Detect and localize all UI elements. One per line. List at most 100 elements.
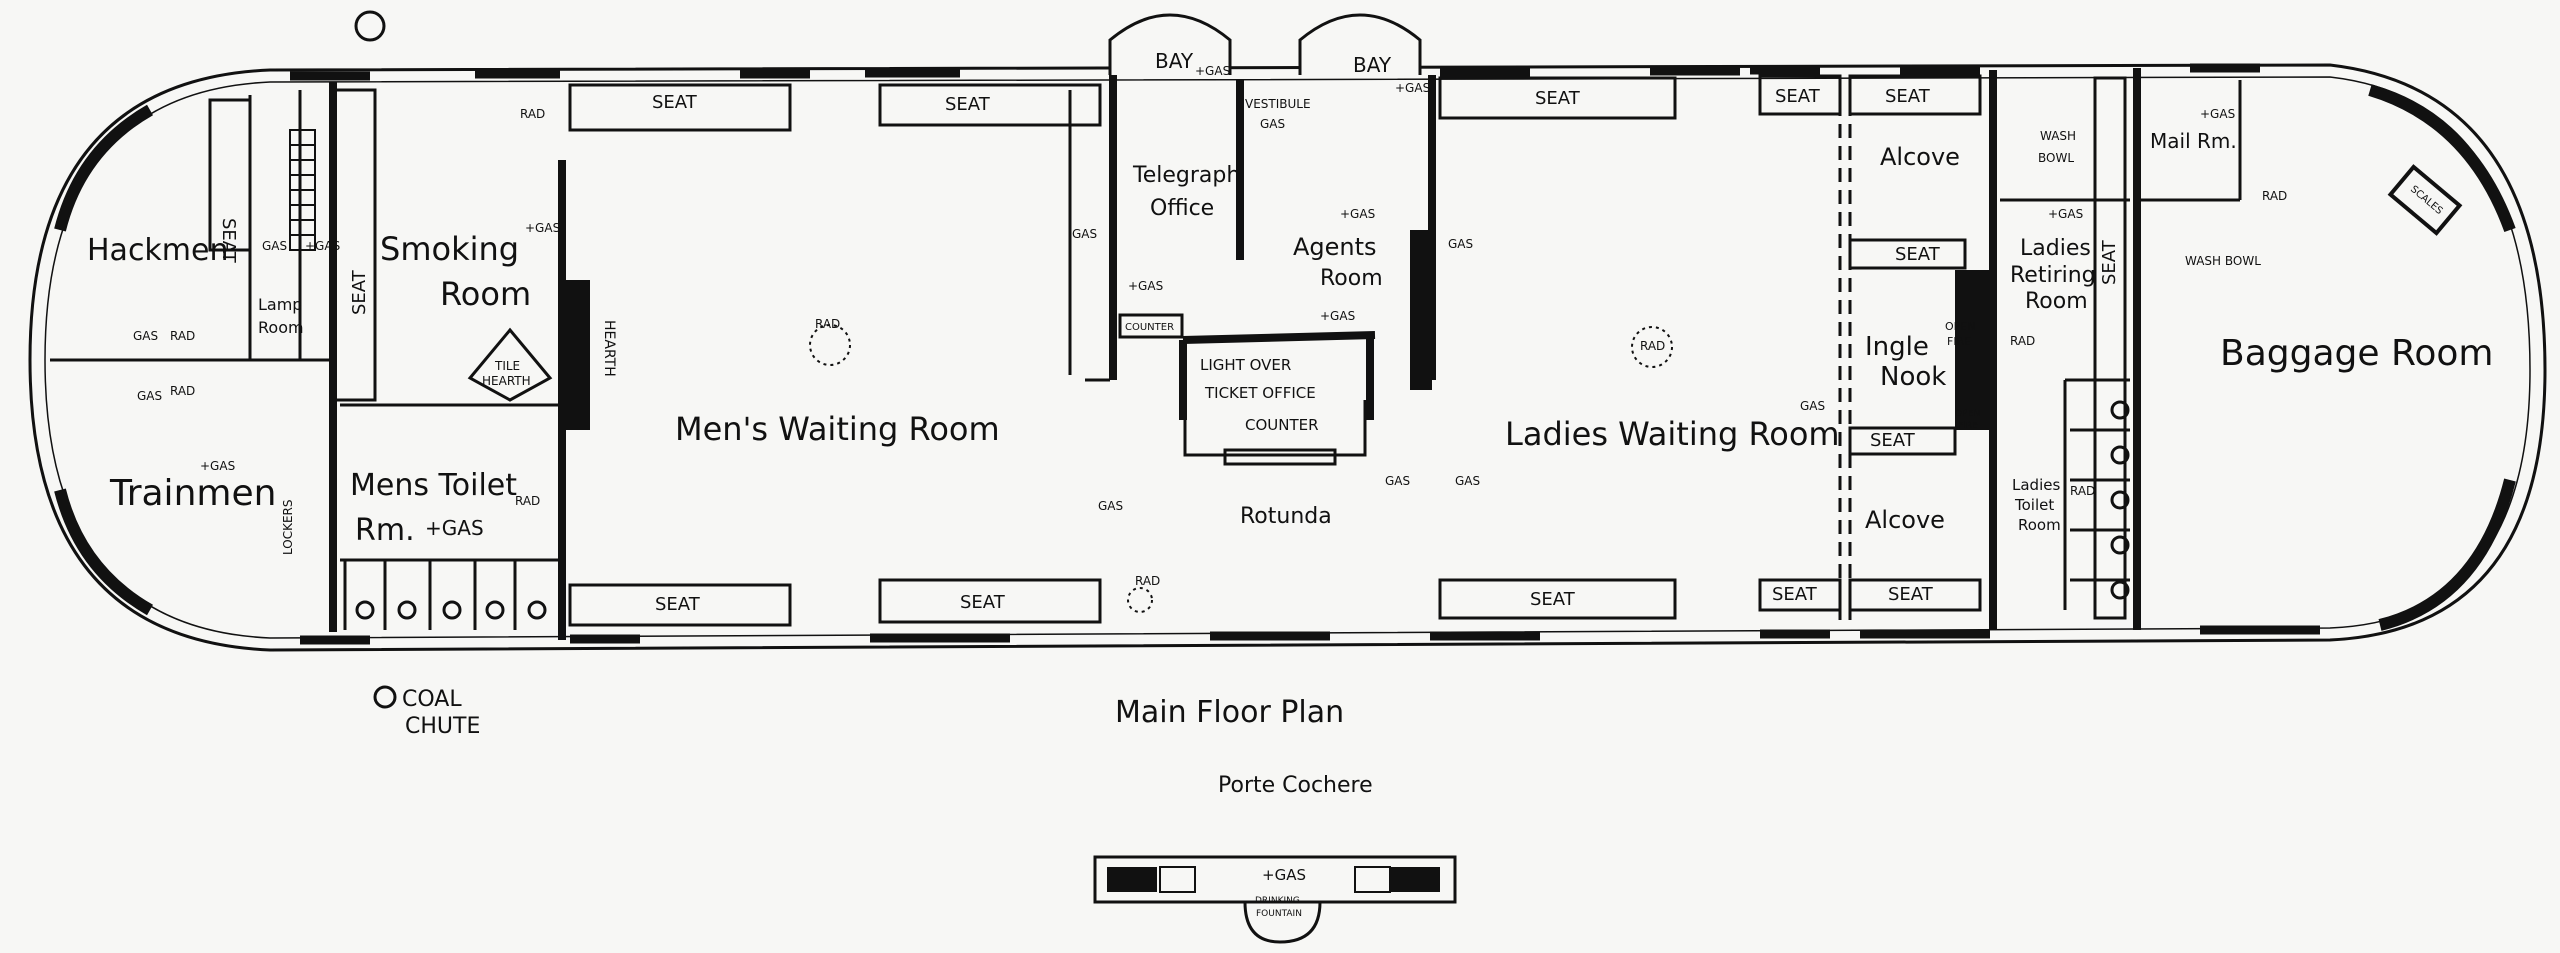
label-trainmen: Trainmen [109, 473, 276, 514]
label-counter: COUNTER [1125, 322, 1174, 333]
label-plus-gas: +GAS [1340, 207, 1375, 221]
label-ingle-nook-1: Ingle [1865, 332, 1929, 362]
label-open-fire-2: FIRE [1947, 335, 1971, 348]
label-mail-room: Mail Rm. [2150, 129, 2237, 153]
label-gas: GAS [1385, 474, 1410, 488]
label-bay: BAY [1353, 53, 1392, 77]
label-chute: CHUTE [405, 714, 480, 739]
label-plus-gas: +GAS [1262, 866, 1306, 884]
label-alcove-top: Alcove [1880, 143, 1960, 171]
label-wash-bowl: WASH BOWL [2185, 254, 2261, 268]
label-baggage-room: Baggage Room [2220, 333, 2493, 374]
plan-subtitle: Porte Cochere [1218, 773, 1373, 798]
label-gas: GAS [1448, 237, 1473, 251]
seats [208, 74, 2127, 627]
label-seat-vertical: SEAT [2099, 239, 2120, 285]
label-mens-toilet-1: Mens Toilet [350, 468, 517, 503]
label-rad: RAD [1135, 574, 1160, 588]
label-ladies-retiring-3: Room [2025, 289, 2088, 314]
label-light-over-2: TICKET OFFICE [1204, 384, 1316, 402]
label-plus-gas: +GAS [2200, 107, 2235, 121]
label-seat: SEAT [1530, 589, 1576, 610]
label-ladies-retiring-2: Retiring [2010, 263, 2096, 288]
label-plus-gas: +GAS [305, 239, 340, 253]
label-open-fire-1: OPEN [1955, 409, 1980, 419]
label-gas: GAS [1072, 227, 1097, 241]
label-telegraph-office-1: Telegraph [1132, 163, 1240, 188]
label-ladies-toilet-1: Ladies [2012, 476, 2060, 494]
label-plus-gas: +GAS [1320, 309, 1355, 323]
top-circle-icon [354, 10, 386, 42]
label-ladies-retiring-1: Ladies [2020, 236, 2091, 261]
label-seat: SEAT [655, 594, 701, 615]
radiators [809, 324, 1673, 613]
label-ladies-toilet-2: Toilet [2014, 496, 2054, 514]
label-gas: GAS [1455, 474, 1480, 488]
toilet-stalls [343, 400, 2130, 630]
label-vestibule: VESTIBULE [1245, 97, 1311, 111]
label-seat: SEAT [1772, 584, 1818, 605]
label-coal: COAL [402, 687, 462, 712]
label-rad: RAD [2010, 334, 2035, 348]
room-labels: Hackmen Trainmen Lamp Room Smoking Room … [87, 129, 2493, 548]
label-smoking-room-1: Smoking [380, 230, 519, 268]
label-ingle-nook-2: Nook [1880, 362, 1946, 392]
label-plus-gas: +GAS [525, 221, 560, 235]
thin-walls [50, 80, 2242, 620]
label-open-fire-1: OPEN [1945, 320, 1975, 333]
label-telegraph-office-2: Office [1150, 196, 1214, 221]
bay-windows [1108, 13, 1422, 75]
label-seat-vertical: SEAT [349, 269, 370, 315]
label-plus-gas: +GAS [1395, 81, 1430, 95]
label-gas: GAS [1260, 117, 1285, 131]
label-mens-waiting-room: Men's Waiting Room [675, 410, 1000, 448]
plan-title: Main Floor Plan [1115, 695, 1344, 730]
label-seat: SEAT [1870, 430, 1916, 451]
tile-hearth-diamond [467, 327, 553, 402]
label-seat: SEAT [652, 92, 698, 113]
label-gas: GAS [1800, 399, 1825, 413]
label-lockers: LOCKERS [281, 500, 295, 556]
label-rad: RAD [1640, 339, 1665, 353]
label-lamp-room-2: Room [258, 318, 304, 337]
label-wash-bowl-2: BOWL [2038, 151, 2074, 165]
seat-labels: SEAT SEAT SEAT SEAT SEAT SEAT SEAT SEAT … [218, 86, 2120, 615]
fixture-labels: +GAS +GAS VESTIBULE GAS GAS GAS +GAS +GA… [133, 64, 2445, 919]
label-rad: RAD [170, 384, 195, 398]
label-plus-gas: +GAS [425, 516, 484, 540]
label-open-fire-2: FIRE [1958, 421, 1978, 431]
label-gas: GAS [137, 389, 162, 403]
interior-walls [329, 68, 2141, 640]
label-mens-toilet-2: Rm. [355, 513, 415, 548]
label-lamp-room-1: Lamp [258, 295, 302, 314]
label-seat: SEAT [1535, 88, 1581, 109]
label-plus-gas: +GAS [2048, 207, 2083, 221]
label-agents-room-1: Agents [1293, 233, 1377, 261]
label-rad: RAD [170, 329, 195, 343]
label-alcove-bottom: Alcove [1865, 506, 1945, 534]
label-gas: GAS [133, 329, 158, 343]
label-plus-gas: +GAS [200, 459, 235, 473]
window-segments [290, 63, 2320, 645]
label-seat: SEAT [1895, 244, 1941, 265]
label-rad: RAD [2070, 484, 2095, 498]
hearth-blocks [560, 230, 1993, 430]
bay-labels: BAY BAY [1155, 49, 1392, 77]
label-gas: GAS [262, 239, 287, 253]
porte-cochere [1093, 855, 1457, 944]
label-ladies-waiting-room: Ladies Waiting Room [1505, 415, 1840, 453]
label-seat-vertical: SEAT [218, 218, 239, 264]
label-gas: GAS [1098, 499, 1123, 513]
label-tile-hearth-vertical: HEARTH [601, 320, 617, 377]
label-rad: RAD [515, 494, 540, 508]
label-wash-bowl-1: WASH [2040, 129, 2076, 143]
coal-chute-label: COAL CHUTE [402, 687, 480, 739]
label-tile-hearth-2: HEARTH [482, 374, 531, 388]
label-agents-room-2: Room [1320, 266, 1383, 291]
label-drinking-fountain-1: DRINKING [1255, 896, 1300, 906]
label-seat: SEAT [1888, 584, 1934, 605]
scales-box [2387, 164, 2463, 236]
label-plus-gas: +GAS [1195, 64, 1230, 78]
label-seat: SEAT [1885, 86, 1931, 107]
